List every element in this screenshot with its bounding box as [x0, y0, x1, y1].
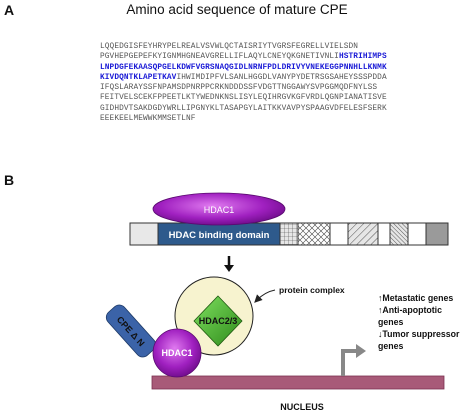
gene-effects-list: ↑Metastatic genes↑Anti-apoptoticgenes↓Tu… [378, 293, 460, 351]
gene-effect-item: ↓Tumor suppressor [378, 329, 460, 339]
sequence-line: EEEKEELMEWWKMMSETLNF [100, 114, 387, 124]
transcription-arrow-icon [341, 344, 366, 376]
sequence-line: LNPDGFEKAASQPGELKDWFVGRSNAQGIDLNRNFPDLDR… [100, 63, 387, 73]
sequence-highlight: HSTRIHIMPS [338, 53, 387, 62]
nucleus-bar [151, 375, 445, 390]
hdac2-3-diamond [193, 295, 243, 347]
hdac2-3-label: HDAC2/3 [199, 316, 238, 326]
sequence-line: GIDHDVTSAKDGDYWRLLIPGNYKLTASAPGYLAITKKVA… [100, 104, 387, 114]
gene-effect-item: ↑Anti-apoptotic [378, 305, 442, 315]
up-arrow-icon: ↑ [378, 293, 382, 303]
gene-effect-text: Tumor suppressor [382, 329, 460, 339]
gene-effect-text: Anti-apoptotic [382, 305, 442, 315]
up-arrow-icon: ↑ [378, 305, 382, 315]
down-arrow-icon: ↓ [378, 329, 382, 339]
hdac1-sphere-label: HDAC1 [161, 348, 192, 358]
sequence-highlight: LNPDGFEKAASQPGELKDWFVGRSNAQGIDLNRNFPDLDR… [100, 63, 387, 72]
cpe-protein-bar [129, 222, 449, 246]
sequence-segment: PGVHEPGEPEFKYIGNMHGNEAVGRELLIFLAQYLCNEYQ… [100, 53, 339, 62]
sequence-line: LQQEDGISFEYHRYPELREALVSVWLQCTAISRIYTVGRS… [100, 42, 387, 52]
sequence-segment: GIDHDVTSAKDGDYWRLLIPGNYKLTASAPGYLAITKKVA… [100, 104, 387, 113]
gene-effect-item: genes [378, 317, 404, 327]
hdac1-sphere [152, 328, 202, 378]
panel-b-letter: B [4, 172, 15, 188]
sequence-segment: IFQSLARAYSSFNPAMSDPNRPPCRKNDDDSSFVDGTTNG… [100, 84, 378, 93]
sequence-line: FEITVELSCEKFPPEETLKTYWEDNKNSLISYLEQIHRGV… [100, 93, 387, 103]
nucleus-label: NUCLEUS [280, 402, 324, 412]
protein-complex-label: protein complex [279, 285, 345, 295]
sequence-segment: EEEKEELMEWWKMMSETLNF [100, 115, 196, 124]
hdac1-top-ellipse [152, 192, 286, 226]
hdac1-top-label: HDAC1 [204, 205, 235, 215]
hdac-binding-domain-label: HDAC binding domain [169, 230, 270, 241]
sequence-line: IFQSLARAYSSFNPAMSDPNRPPCRKNDDDSSFVDGTTNG… [100, 83, 387, 93]
amino-acid-sequence: LQQEDGISFEYHRYPELREALVSVWLQCTAISRIYTVGRS… [100, 42, 387, 124]
gene-effect-text: genes [378, 317, 404, 327]
sequence-line: PGVHEPGEPEFKYIGNMHGNEAVGRELLIFLAQYLCNEYQ… [100, 52, 387, 62]
sequence-segment: LQQEDGISFEYHRYPELREALVSVWLQCTAISRIYTVGRS… [100, 43, 359, 51]
cpe-delta-n-shape: CPE Δ N [105, 304, 157, 358]
sequence-segment: IHWIMDIPFVLSANLHGGDLVANYPYDETRSGSAHEYSSS… [176, 73, 387, 82]
sequence-segment: FEITVELSCEKFPPEETLKTYWEDNKNSLISYLEQIHRGV… [100, 94, 387, 103]
gene-effect-text: Metastatic genes [382, 293, 453, 303]
gene-effect-item: genes [378, 341, 404, 351]
panel-a-letter: A [4, 2, 15, 18]
sequence-title: Amino acid sequence of mature CPE [126, 2, 348, 17]
gene-effect-text: genes [378, 341, 404, 351]
sequence-highlight: KIVDQNTKLAPETKAV [100, 73, 177, 82]
sequence-line: KIVDQNTKLAPETKAVIHWIMDIPFVLSANLHGGDLVANY… [100, 73, 387, 83]
gene-effect-item: ↑Metastatic genes [378, 293, 453, 303]
